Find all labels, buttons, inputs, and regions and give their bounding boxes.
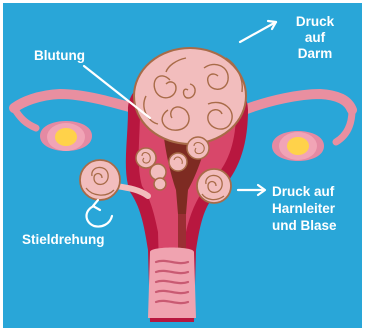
bowel-pressure-label-line2: auf: [286, 30, 344, 45]
ureter-pressure-label-line3: und Blase: [272, 218, 337, 233]
bleeding-label: Blutung: [34, 48, 85, 63]
vagina: [148, 248, 196, 319]
ureter-pressure-label-line1: Druck auf: [272, 184, 334, 199]
large-myoma: [134, 48, 246, 144]
cervical-canal: [178, 214, 186, 250]
right-wall-myoma: [197, 169, 231, 203]
bowel-pressure-label-line1: Druck: [286, 14, 344, 29]
left-ovary: [40, 121, 92, 151]
torsion-label: Stieldrehung: [22, 232, 105, 247]
ureter-pressure-label-line2: Harnleiter: [272, 201, 335, 216]
bowel-pressure-label-line3: Darm: [286, 46, 344, 61]
right-ovary: [272, 131, 324, 161]
